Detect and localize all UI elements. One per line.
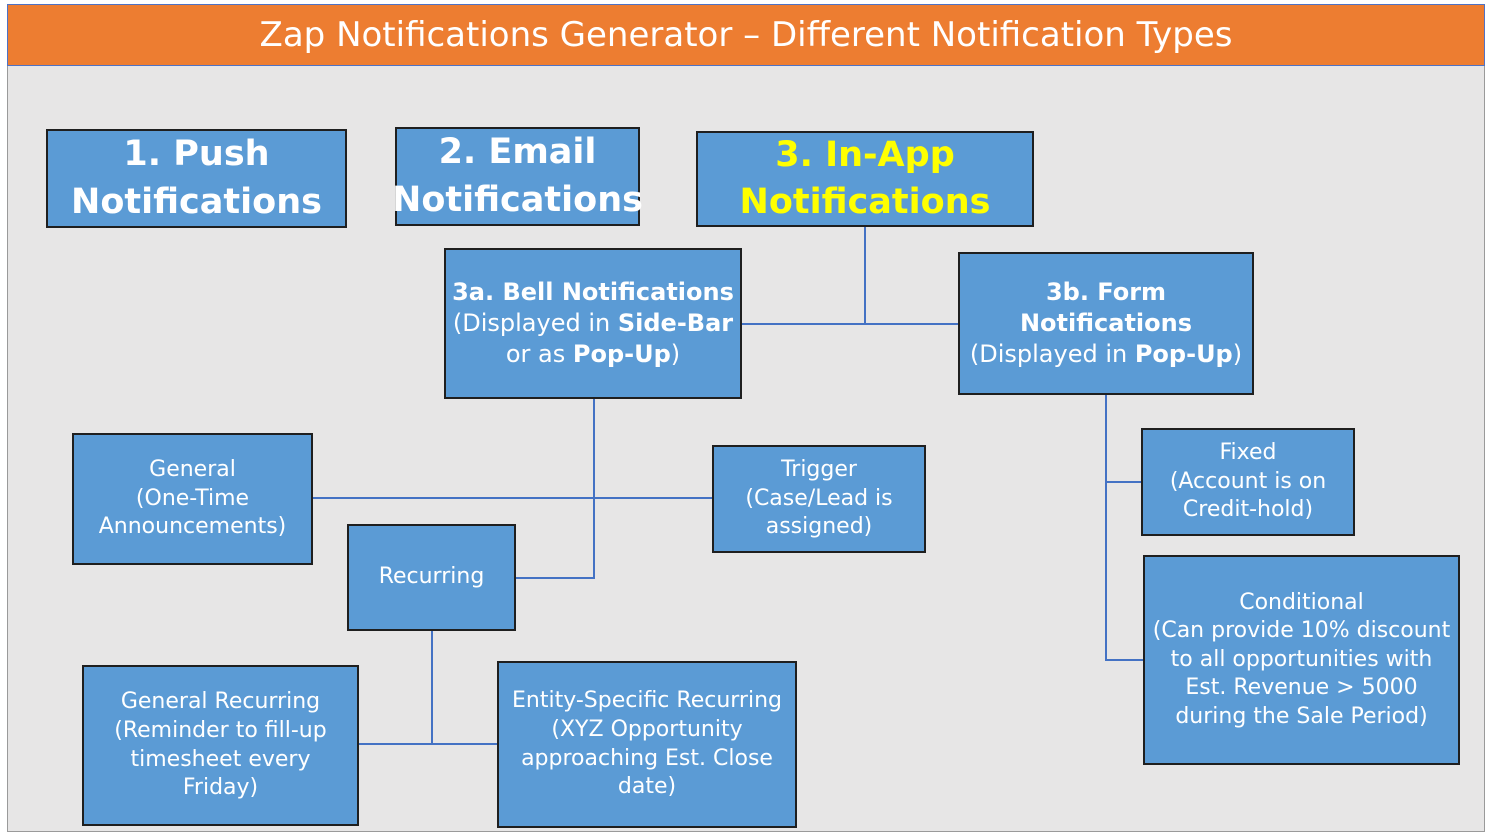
- connector-bell-stem: [515, 398, 595, 579]
- general-box: General (One-Time Announcements): [72, 433, 313, 565]
- connector-form-stem: [1105, 395, 1144, 661]
- fixed-box: Fixed (Account is on Credit-hold): [1141, 428, 1355, 536]
- form-notifications-box: 3b. Form Notifications (Displayed in Pop…: [958, 252, 1254, 395]
- diagram-title: Zap Notifications Generator – Different …: [7, 4, 1485, 66]
- recurring-box: Recurring: [347, 524, 516, 631]
- conditional-box: Conditional (Can provide 10% discount to…: [1143, 555, 1460, 765]
- general-recurring-box: General Recurring (Reminder to fill-up t…: [82, 665, 359, 826]
- in-app-notifications-box: 3. In-App Notifications: [696, 131, 1034, 227]
- email-notifications-box: 2. Email Notifications: [392, 127, 643, 226]
- trigger-box: Trigger (Case/Lead is assigned): [712, 445, 926, 553]
- entity-specific-recurring-box: Entity-Specific Recurring (XYZ Opportuni…: [497, 661, 797, 828]
- push-notifications-box: 1. Push Notifications: [46, 129, 347, 228]
- bell-notifications-box: 3a. Bell Notifications (Displayed in Sid…: [444, 248, 742, 399]
